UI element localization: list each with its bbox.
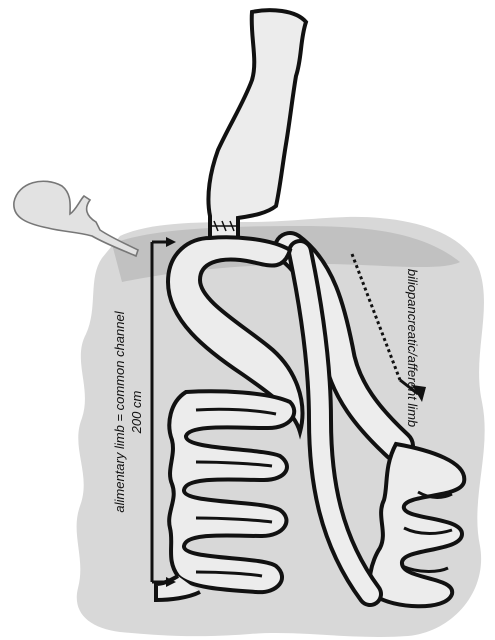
- gallbladder-icon: [14, 181, 138, 256]
- left-label-line2: 200 cm: [129, 391, 144, 435]
- stomach-pouch-icon: [208, 10, 306, 238]
- left-label-line1: alimentary limb = common channel: [112, 310, 127, 512]
- right-label: biliopancreatic/afferent limb: [405, 269, 420, 427]
